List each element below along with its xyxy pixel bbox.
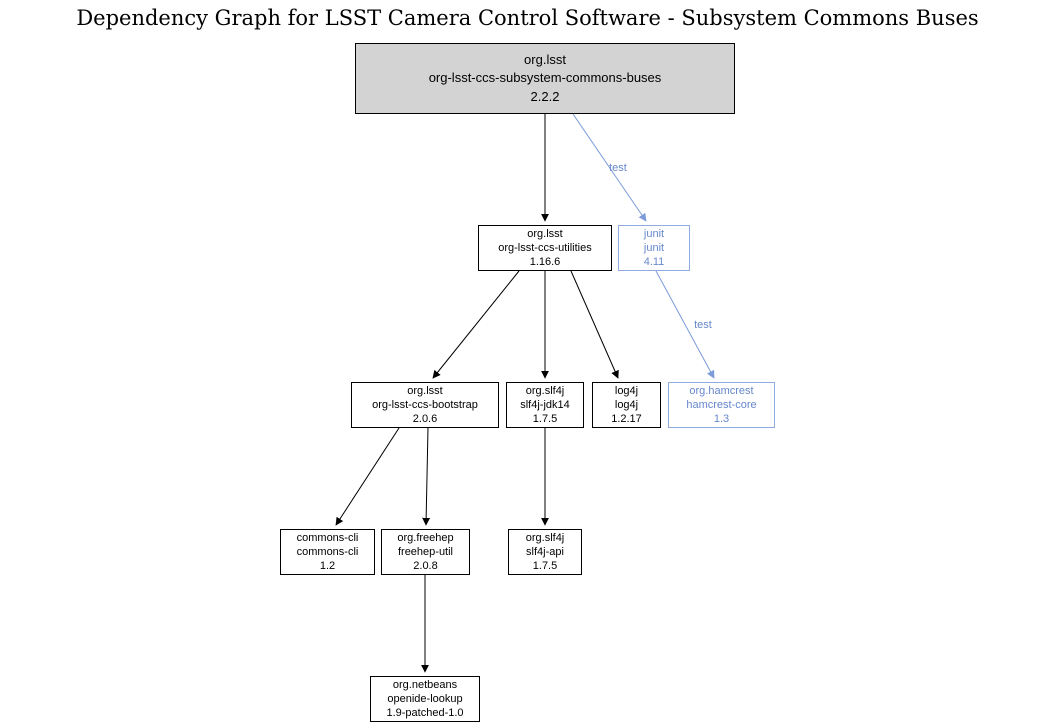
node-group-label: org.lsst bbox=[527, 227, 563, 240]
edge-utilities-to-bootstrap bbox=[432, 270, 520, 379]
node-artifact-label: junit bbox=[643, 241, 665, 254]
edge-scope-label: test bbox=[694, 319, 712, 331]
node-artifact-label: slf4j-jdk14 bbox=[520, 398, 570, 411]
node-version-label: 1.3 bbox=[713, 413, 730, 426]
node-artifact-label: org-lsst-ccs-subsystem-commons-buses bbox=[428, 70, 662, 86]
node-artifact-label: openide-lookup bbox=[387, 692, 463, 705]
node-group-label: org.netbeans bbox=[392, 678, 458, 691]
node-version-label: 2.0.6 bbox=[412, 413, 438, 426]
node-artifact-label: slf4j-api bbox=[526, 545, 564, 558]
node-group-label: commons-cli bbox=[296, 531, 359, 544]
node-artifact-label: org-lsst-ccs-bootstrap bbox=[372, 398, 478, 411]
node-artifact-label: org-lsst-ccs-utilities bbox=[498, 241, 592, 254]
node-group-label: org.hamcrest bbox=[689, 384, 754, 397]
edge-bootstrap-to-commons-cli bbox=[335, 427, 400, 526]
node-version-label: 1.2.17 bbox=[611, 413, 642, 426]
node-group-label: org.lsst bbox=[524, 52, 566, 68]
node-version-label: 2.0.8 bbox=[413, 560, 438, 573]
node-version-label: 2.2.2 bbox=[530, 88, 560, 104]
node-artifact-label: commons-cli bbox=[296, 545, 359, 558]
node-group-label: log4j bbox=[614, 384, 639, 397]
node-artifact-label: freehep-util bbox=[397, 545, 454, 558]
edge-bootstrap-to-freehep-util bbox=[422, 427, 431, 526]
node-artifact-label: hamcrest-core bbox=[686, 398, 757, 411]
node-version-label: 1.7.5 bbox=[532, 560, 558, 573]
node-group-label: junit bbox=[643, 227, 665, 240]
node-group-label: org.slf4j bbox=[525, 531, 565, 544]
edge-scope-label: test bbox=[609, 162, 627, 174]
node-group-label: org.slf4j bbox=[525, 384, 565, 397]
node-artifact-label: log4j bbox=[614, 398, 639, 411]
node-version-label: 1.7.5 bbox=[532, 413, 558, 426]
node-root: org.lsst org-lsst-ccs-subsystem-commons-b… bbox=[355, 43, 735, 114]
node-version-label: 1.2 bbox=[319, 560, 336, 573]
node-group-label: org.lsst bbox=[407, 384, 443, 397]
node-version-label: 1.16.6 bbox=[529, 256, 561, 269]
node-version-label: 1.9-patched-1.0 bbox=[386, 707, 464, 720]
edge-root-to-junit bbox=[572, 113, 647, 222]
node-group-label: org.freehep bbox=[397, 531, 454, 544]
edge-junit-to-hamcrest-core bbox=[655, 270, 715, 379]
page-title: Dependency Graph for LSST Camera Control… bbox=[76, 6, 979, 30]
edge-utilities-to-log4j bbox=[570, 270, 619, 379]
node-version-label: 4.11 bbox=[643, 256, 665, 269]
